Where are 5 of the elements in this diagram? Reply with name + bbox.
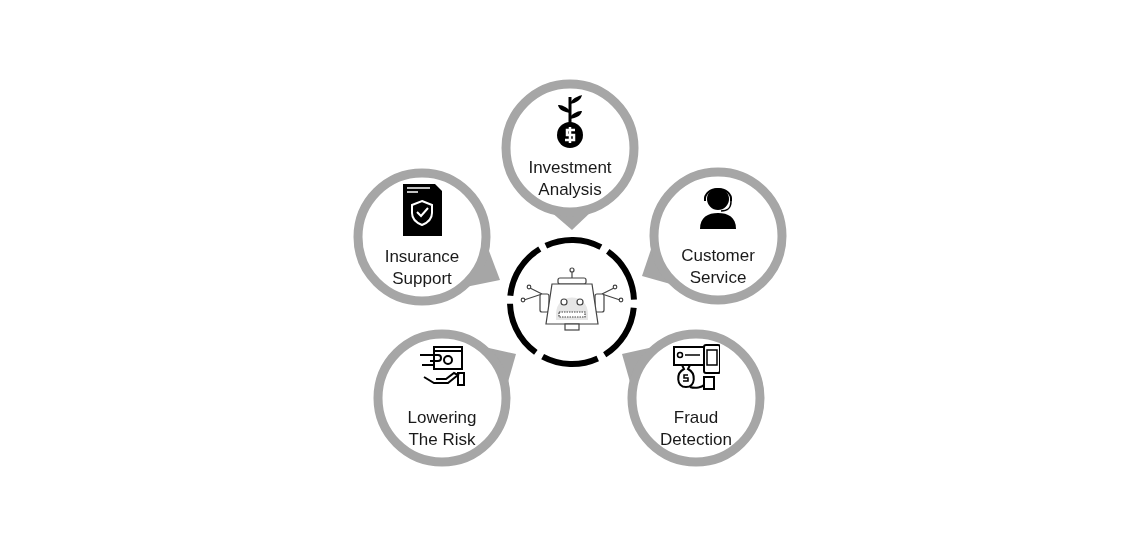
bubble-label: Investment Analysis	[527, 157, 613, 201]
bubble-label: Insurance Support	[383, 246, 461, 290]
bubble-label: Lowering The Risk	[406, 407, 478, 451]
bubble-label: Customer Service	[680, 245, 756, 289]
bubble-label: Fraud Detection	[659, 407, 733, 451]
